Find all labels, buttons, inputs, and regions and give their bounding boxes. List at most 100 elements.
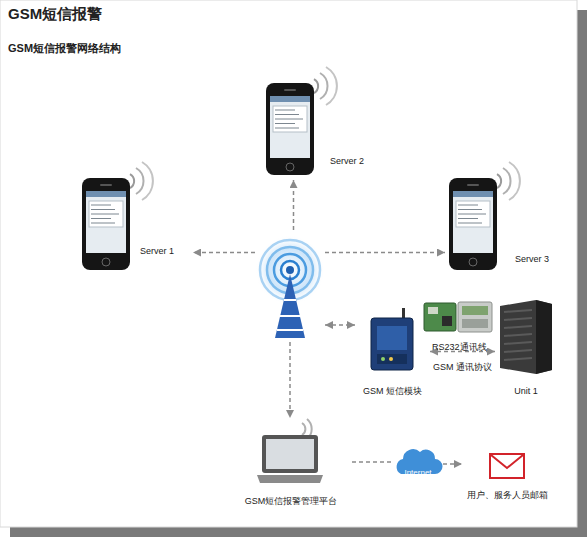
module-led xyxy=(389,357,393,361)
sms-line xyxy=(275,110,295,111)
signal-wave xyxy=(503,168,511,194)
rack-slot xyxy=(504,310,532,312)
laptop-lid xyxy=(262,435,318,473)
phone-speaker xyxy=(467,184,479,186)
rack-slot xyxy=(504,334,532,336)
din-terminal xyxy=(462,319,488,328)
envelope-flap xyxy=(491,455,523,468)
sms-line xyxy=(275,128,299,129)
rack-body xyxy=(500,300,552,374)
dashed-connector xyxy=(293,180,295,230)
dashed-connector xyxy=(352,461,393,463)
node-label: Unit 1 xyxy=(514,386,538,396)
rack-slot xyxy=(504,326,532,328)
dashed-connector xyxy=(325,252,445,254)
module-boards xyxy=(424,302,492,332)
diagram-title: GSM短信报警 xyxy=(8,5,102,22)
phone-node: Server 1 xyxy=(78,160,193,275)
sms-line xyxy=(91,214,119,215)
sms-line xyxy=(458,218,478,219)
node-label: 用户、服务人员邮箱 xyxy=(467,490,548,500)
envelope-body xyxy=(490,454,524,478)
node-label: Server 1 xyxy=(140,246,174,256)
edge-label-wrap: GSM 通讯协议 xyxy=(432,356,493,374)
sms-line xyxy=(458,205,478,206)
sms-line xyxy=(91,209,115,210)
node-label: GSM短信报警管理平台 xyxy=(245,496,338,506)
gsm-module-node: GSM 短信模块 xyxy=(355,308,430,400)
phone-screen xyxy=(453,191,493,253)
signal-wave xyxy=(497,174,501,188)
rack-slot xyxy=(504,350,532,352)
signal-wave xyxy=(314,79,318,93)
dashed-connector xyxy=(193,252,255,254)
phone-body xyxy=(449,178,497,270)
module-icon xyxy=(371,308,415,372)
phone-icon xyxy=(78,160,168,275)
phone-status-bar xyxy=(270,96,310,102)
laptop-screen xyxy=(266,439,314,469)
label-wrap: GSM短信报警网络结构 xyxy=(8,38,121,56)
sms-line xyxy=(458,209,482,210)
cloud-node: Internet xyxy=(393,448,443,476)
sms-line xyxy=(275,123,295,124)
tower-icon xyxy=(255,230,325,342)
laptop-base xyxy=(257,475,323,483)
cable-label: RS232通讯线 xyxy=(432,342,487,352)
rack-slot xyxy=(504,358,532,360)
rack-slot xyxy=(504,342,532,344)
frame-panel xyxy=(0,0,577,527)
signal-wave xyxy=(326,67,337,105)
mail-icon xyxy=(490,454,526,480)
rack-icon xyxy=(500,300,554,376)
phone-status-bar xyxy=(86,191,126,197)
sms-line xyxy=(275,114,299,115)
sms-line xyxy=(458,223,482,224)
signal-wave xyxy=(130,174,134,188)
circuit-board xyxy=(424,303,456,331)
sms-bubble xyxy=(89,201,123,227)
phone-screen xyxy=(270,96,310,158)
dashed-connector xyxy=(325,324,355,326)
rack-slot xyxy=(504,318,532,320)
tower-mast xyxy=(275,274,305,338)
dashed-connector xyxy=(289,342,291,418)
tower-bars xyxy=(277,300,303,330)
sms-line xyxy=(91,218,111,219)
module-led xyxy=(381,357,385,361)
label-wrap: RS232通讯线 xyxy=(432,336,487,354)
sms-bubble xyxy=(273,106,307,132)
title-wrap: GSM短信报警 xyxy=(8,5,102,23)
phone-body xyxy=(82,178,130,270)
home-button xyxy=(286,163,294,171)
node-label: Server 3 xyxy=(515,254,549,264)
dashed-connector xyxy=(443,463,462,465)
phone-node: Server 3 xyxy=(445,160,560,275)
signal-wave xyxy=(136,168,144,194)
phone-speaker xyxy=(100,184,112,186)
antenna-tip xyxy=(286,266,294,274)
module-panel xyxy=(377,326,407,350)
din-module xyxy=(458,302,492,332)
signal-wave xyxy=(509,162,520,200)
sms-line xyxy=(458,214,486,215)
rack-side xyxy=(536,300,552,374)
node-label: Internet xyxy=(404,468,431,477)
mailbox-node: 用户、服务人员邮箱 xyxy=(462,452,552,500)
phone-body xyxy=(266,83,314,175)
phone-status-bar xyxy=(453,191,493,197)
board-chip xyxy=(442,316,452,326)
sms-bubble xyxy=(456,201,490,227)
subtitle: GSM短信报警网络结构 xyxy=(8,42,121,55)
base-station-node xyxy=(255,230,325,342)
node-label: Server 2 xyxy=(330,156,364,166)
sms-line xyxy=(275,119,303,120)
phone-icon xyxy=(449,178,497,270)
module-terminal xyxy=(377,354,407,364)
board-chip xyxy=(428,307,438,314)
phone-speaker xyxy=(284,89,296,91)
laptop-node: GSM短信报警管理平台 xyxy=(230,418,352,508)
module-case xyxy=(371,318,413,370)
phone-icon xyxy=(266,83,314,175)
